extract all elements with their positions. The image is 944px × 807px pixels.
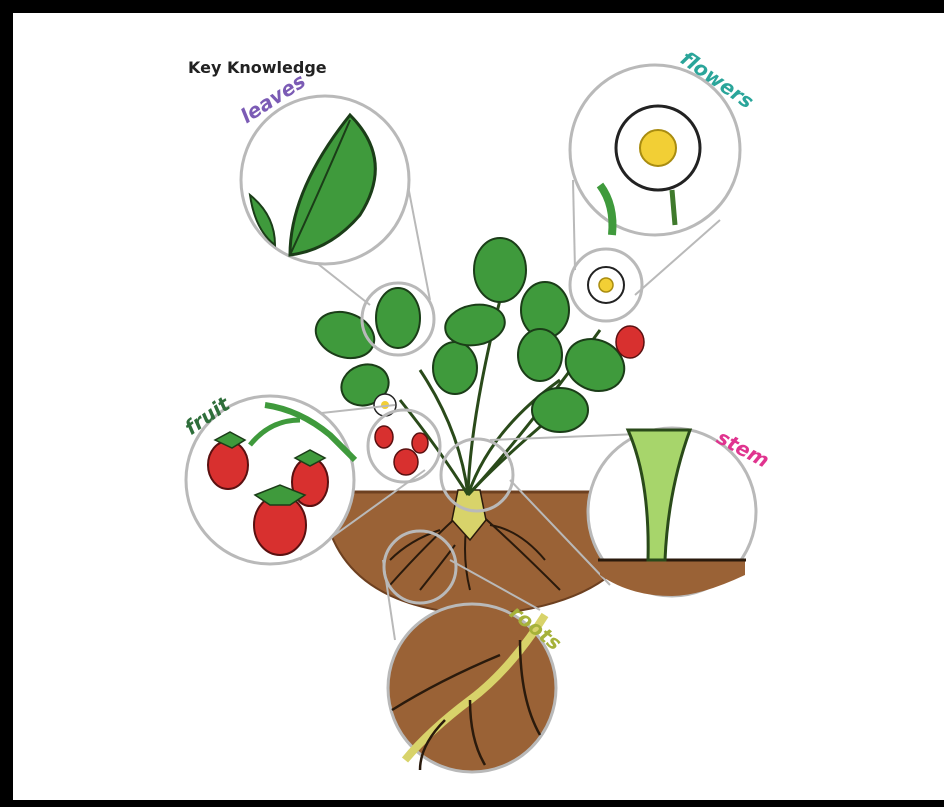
plant-flower xyxy=(588,267,624,303)
magnified-leaf-circle xyxy=(241,96,409,264)
page-title: Key Knowledge xyxy=(188,58,327,77)
